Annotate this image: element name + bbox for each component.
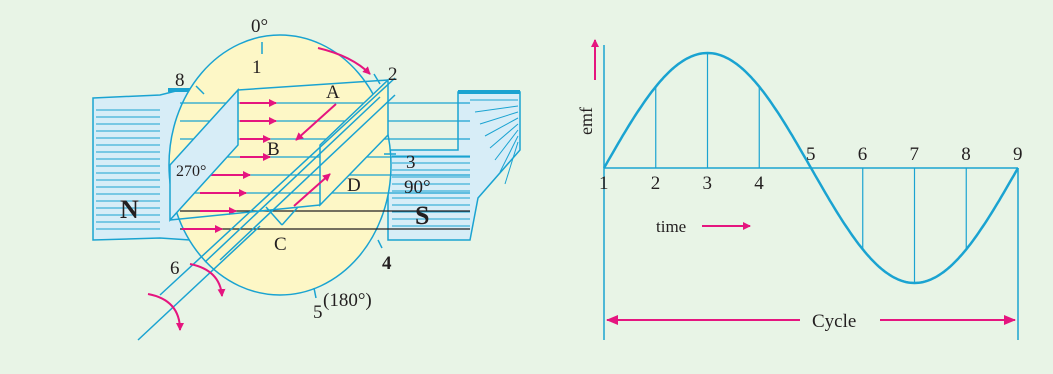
label-pos-3: 3 bbox=[406, 152, 416, 173]
cycle-label: Cycle bbox=[812, 311, 856, 332]
label-pos-5: 5 bbox=[313, 302, 323, 323]
point-label: 8 bbox=[961, 144, 971, 165]
point-label: 4 bbox=[754, 173, 764, 194]
point-label: 2 bbox=[651, 173, 661, 194]
label-pole-n: N bbox=[120, 195, 139, 224]
label-pos-1: 1 bbox=[252, 57, 262, 78]
point-label: 3 bbox=[703, 173, 713, 194]
generator-figure: 0° 1 2 3 90° 4 5 (180°) 6 8 270° A B C D… bbox=[92, 16, 521, 341]
generator-labels: 0° 1 2 3 90° 4 5 (180°) 6 8 270° A B C D… bbox=[120, 16, 431, 323]
label-270-deg: 270° bbox=[176, 163, 206, 180]
y-axis-label: emf bbox=[576, 107, 596, 135]
label-pos-4: 4 bbox=[382, 253, 392, 274]
label-corner-c: C bbox=[274, 234, 287, 255]
point-label: 9 bbox=[1013, 144, 1023, 165]
wave-ordinates bbox=[655, 53, 967, 283]
point-label: 1 bbox=[599, 173, 609, 194]
label-pos-8: 8 bbox=[175, 70, 185, 91]
point-label: 7 bbox=[910, 144, 920, 165]
label-corner-a: A bbox=[326, 82, 340, 103]
label-0-deg: 0° bbox=[251, 16, 268, 37]
emf-waveform-figure: emf 1 2 3 4 5 6 7 8 9 time Cycle bbox=[576, 39, 1023, 340]
south-pole bbox=[387, 90, 521, 241]
coil-current-arrows bbox=[293, 103, 337, 207]
rotation-arrows bbox=[147, 47, 371, 331]
point-label: 5 bbox=[806, 144, 816, 165]
circle-ticks bbox=[195, 42, 396, 299]
label-pos-6: 6 bbox=[170, 258, 180, 279]
sine-wave-curve bbox=[602, 51, 1020, 285]
label-pole-s: S bbox=[415, 201, 429, 230]
label-corner-b: B bbox=[267, 139, 280, 160]
coil bbox=[137, 77, 396, 341]
rotation-circle bbox=[168, 34, 392, 296]
label-90-deg: 90° bbox=[404, 177, 431, 198]
label-pos-2: 2 bbox=[388, 64, 398, 85]
point-labels: 1 2 3 4 5 6 7 8 9 bbox=[599, 144, 1023, 194]
field-arrows bbox=[182, 99, 277, 233]
label-corner-d: D bbox=[347, 175, 361, 196]
label-180-deg: (180°) bbox=[323, 290, 372, 311]
time-label: time bbox=[656, 217, 686, 236]
point-label: 6 bbox=[858, 144, 868, 165]
